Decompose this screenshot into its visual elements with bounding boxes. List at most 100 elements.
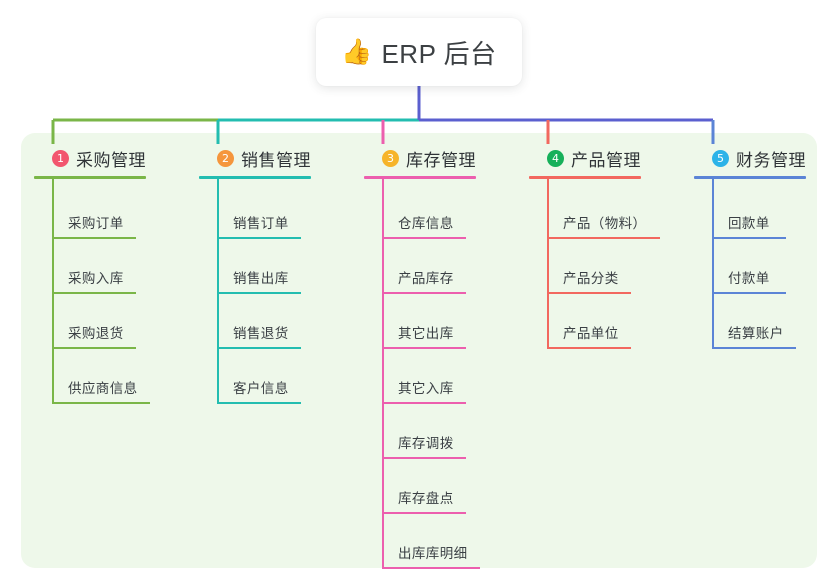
list-item-rule — [547, 347, 631, 349]
list-item[interactable]: 采购订单 — [52, 179, 150, 239]
list-item-label: 供应商信息 — [68, 381, 138, 397]
list-item-label: 采购退货 — [68, 326, 124, 342]
list-item-label: 付款单 — [728, 271, 770, 287]
list-item-label: 仓库信息 — [398, 216, 454, 232]
column-badge-icon: 3 — [382, 149, 399, 167]
list-item-label: 采购订单 — [68, 216, 124, 232]
column-title: 产品管理 — [571, 150, 641, 170]
list-item-rule — [382, 457, 466, 459]
list-item-rule — [382, 237, 466, 239]
thumbs-up-icon: 👍 — [341, 37, 373, 66]
list-item-label: 销售订单 — [233, 216, 289, 232]
column-销售管理: 2 销售管理销售订单销售出库销售退货客户信息 — [199, 146, 311, 404]
list-item-label: 其它出库 — [398, 326, 454, 342]
column-财务管理: 5 财务管理回款单付款单结算账户 — [694, 146, 806, 349]
list-item-rule — [382, 292, 466, 294]
list-item-label: 产品单位 — [563, 326, 619, 342]
list-item-rule — [712, 237, 786, 239]
list-item-rule — [547, 292, 631, 294]
list-item[interactable]: 库存调拨 — [382, 404, 480, 459]
list-item-rule — [217, 347, 301, 349]
column-badge-icon: 2 — [217, 149, 234, 167]
column-header-rule — [199, 176, 311, 179]
list-item[interactable]: 产品单位 — [547, 294, 660, 349]
column-产品管理: 4 产品管理产品（物料） 产品分类产品单位 — [529, 146, 660, 349]
list-item[interactable]: 采购退货 — [52, 294, 150, 349]
column-badge-icon: 4 — [547, 149, 564, 167]
list-item[interactable]: 其它入库 — [382, 349, 480, 404]
list-item-label: 产品分类 — [563, 271, 619, 287]
list-item[interactable]: 客户信息 — [217, 349, 311, 404]
list-item-label: 结算账户 — [728, 326, 784, 342]
list-item-rule — [712, 347, 796, 349]
list-item-label: 产品（物料） — [563, 216, 647, 232]
root-node-erp-backend[interactable]: 👍 ERP 后台 — [316, 18, 522, 86]
list-item-rule — [217, 292, 301, 294]
list-item-rule — [547, 237, 660, 239]
root-node-label: ERP 后台 — [381, 38, 497, 69]
column-title: 财务管理 — [736, 150, 806, 170]
column-title: 采购管理 — [76, 150, 146, 170]
list-item-label: 销售退货 — [233, 326, 289, 342]
list-item[interactable]: 销售退货 — [217, 294, 311, 349]
column-header-2[interactable]: 2 销售管理 — [199, 146, 311, 170]
list-item-label: 其它入库 — [398, 381, 454, 397]
list-item-rule — [217, 402, 301, 404]
column-header-4[interactable]: 4 产品管理 — [529, 146, 660, 170]
list-item[interactable]: 销售出库 — [217, 239, 311, 294]
list-item-label: 采购入库 — [68, 271, 124, 287]
list-item-label: 客户信息 — [233, 381, 289, 397]
list-item-label: 库存盘点 — [398, 491, 454, 507]
list-item[interactable]: 产品分类 — [547, 239, 660, 294]
column-item-list: 产品（物料） 产品分类产品单位 — [529, 179, 660, 349]
list-item-rule — [52, 402, 150, 404]
list-item-rule — [382, 347, 466, 349]
column-header-3[interactable]: 3 库存管理 — [364, 146, 480, 170]
column-item-list: 回款单付款单结算账户 — [694, 179, 806, 349]
list-item-label: 出库库明细 — [398, 546, 468, 562]
column-spine — [382, 179, 384, 569]
column-header-rule — [529, 176, 641, 179]
list-item[interactable]: 产品库存 — [382, 239, 480, 294]
list-item[interactable]: 库存盘点 — [382, 459, 480, 514]
column-title: 库存管理 — [406, 150, 476, 170]
column-header-rule — [34, 176, 146, 179]
list-item-rule — [712, 292, 786, 294]
list-item[interactable]: 出库库明细 — [382, 514, 480, 569]
list-item[interactable]: 供应商信息 — [52, 349, 150, 404]
list-item[interactable]: 销售订单 — [217, 179, 311, 239]
list-item[interactable]: 仓库信息 — [382, 179, 480, 239]
list-item-rule — [382, 512, 466, 514]
list-item-label: 回款单 — [728, 216, 770, 232]
list-item[interactable]: 付款单 — [712, 239, 806, 294]
column-item-list: 采购订单采购入库采购退货供应商信息 — [34, 179, 150, 404]
column-spine — [712, 179, 714, 349]
column-title: 销售管理 — [241, 150, 311, 170]
column-header-rule — [364, 176, 476, 179]
column-spine — [547, 179, 549, 349]
list-item-label: 库存调拨 — [398, 436, 454, 452]
list-item-label: 销售出库 — [233, 271, 289, 287]
column-badge-icon: 5 — [712, 149, 729, 167]
column-spine — [217, 179, 219, 404]
list-item-rule — [52, 237, 136, 239]
list-item-rule — [52, 347, 136, 349]
column-库存管理: 3 库存管理仓库信息产品库存其它出库其它入库库存调拨库存盘点出库库明细 — [364, 146, 480, 569]
list-item[interactable]: 结算账户 — [712, 294, 806, 349]
column-item-list: 销售订单销售出库销售退货客户信息 — [199, 179, 311, 404]
column-header-rule — [694, 176, 806, 179]
list-item[interactable]: 产品（物料） — [547, 179, 660, 239]
column-item-list: 仓库信息产品库存其它出库其它入库库存调拨库存盘点出库库明细 — [364, 179, 480, 569]
list-item[interactable]: 采购入库 — [52, 239, 150, 294]
list-item-rule — [52, 292, 136, 294]
list-item-label: 产品库存 — [398, 271, 454, 287]
list-item[interactable]: 其它出库 — [382, 294, 480, 349]
list-item-rule — [382, 402, 466, 404]
list-item[interactable]: 回款单 — [712, 179, 806, 239]
diagram-panel — [21, 133, 817, 568]
column-spine — [52, 179, 54, 404]
list-item-rule — [382, 567, 480, 569]
column-header-5[interactable]: 5 财务管理 — [694, 146, 806, 170]
